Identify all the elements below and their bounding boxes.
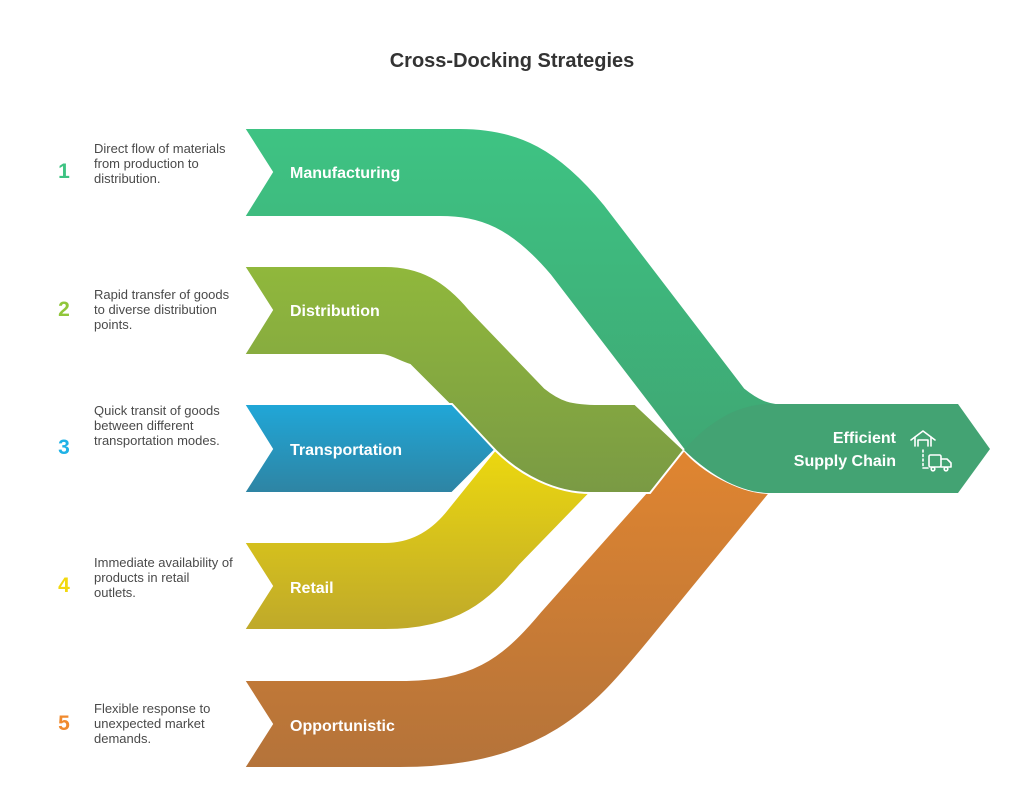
step-description-4: Immediate availability of products in re… (94, 555, 233, 600)
step-description-2: Rapid transfer of goods to diverse distr… (94, 287, 230, 332)
step-number-1: 1 (58, 160, 70, 183)
band-label-manufacturing: Manufacturing (290, 165, 400, 182)
diagram-title: Cross-Docking Strategies (389, 50, 635, 72)
target-label-line1: Efficient (833, 430, 897, 447)
target-arrow (684, 404, 990, 493)
band-transportation (242, 403, 497, 494)
band-label-distribution: Distribution (290, 303, 380, 320)
step-description-3: Quick transit of goods between different… (94, 403, 220, 448)
band-label-opportunistic: Opportunistic (290, 718, 395, 735)
step-number-4: 4 (58, 574, 70, 597)
step-description-5: Flexible response to unexpected market d… (94, 701, 211, 746)
step-description-1: Direct flow of materials from production… (94, 141, 226, 186)
band-label-retail: Retail (290, 580, 334, 597)
target-label-line2: Supply Chain (794, 453, 896, 470)
band-distribution (242, 265, 686, 494)
step-number-5: 5 (58, 712, 70, 735)
step-number-2: 2 (58, 298, 70, 321)
warehouse-truck-icon (910, 430, 952, 472)
band-label-transportation: Transportation (290, 442, 402, 459)
step-number-3: 3 (58, 436, 70, 459)
